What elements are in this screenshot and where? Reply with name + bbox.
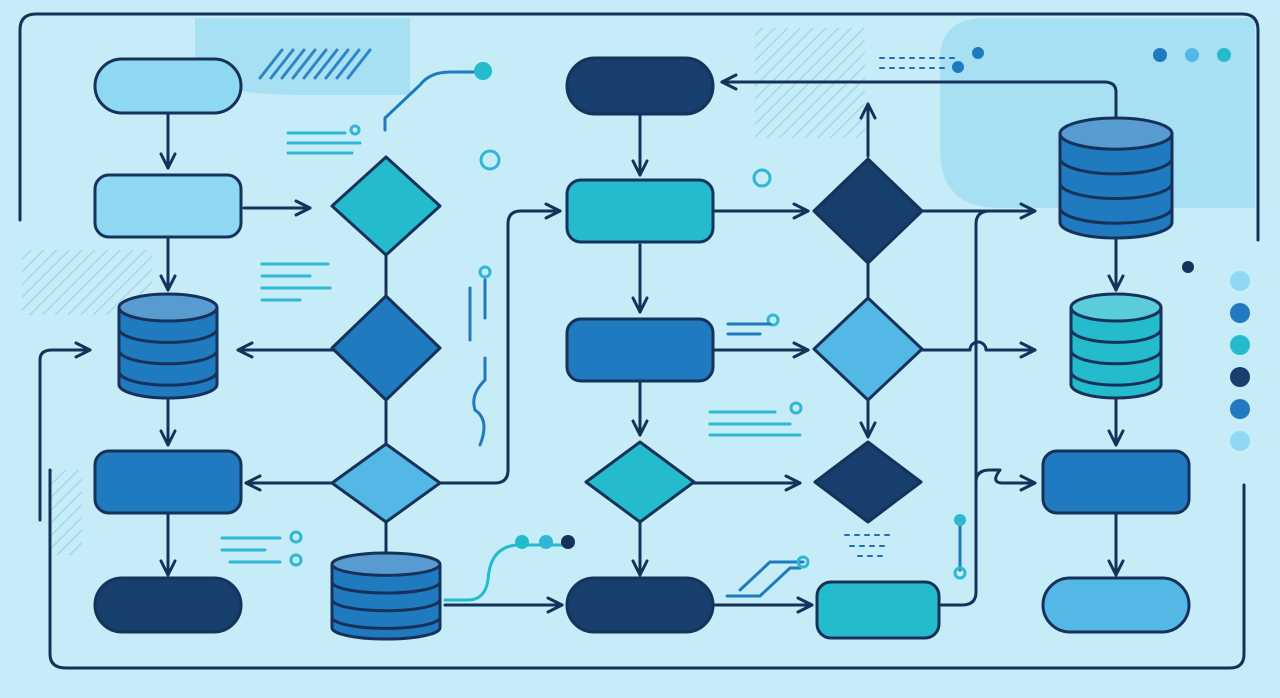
database-top xyxy=(1058,116,1174,151)
node-decision xyxy=(330,294,442,402)
process-shape xyxy=(93,173,243,239)
node-database xyxy=(330,551,442,641)
side-dot xyxy=(1230,271,1250,291)
dash-decorations xyxy=(220,47,1194,602)
decision-shape xyxy=(330,155,442,257)
node-terminal xyxy=(93,576,243,634)
node-decision xyxy=(584,440,696,524)
process-shape xyxy=(565,317,715,383)
decision-shape xyxy=(813,440,923,524)
node-terminal xyxy=(93,57,243,115)
decision-shape xyxy=(812,157,924,265)
database-band xyxy=(1058,158,1174,176)
decision-shape xyxy=(812,296,924,402)
node-terminal xyxy=(565,576,715,634)
terminal-shape xyxy=(93,57,243,115)
side-dot xyxy=(1230,399,1250,419)
database-band xyxy=(1069,350,1163,366)
database-body xyxy=(117,307,219,400)
background-decorations xyxy=(22,18,1255,555)
side-dot xyxy=(1230,303,1250,323)
database-band xyxy=(1069,371,1163,387)
database-body xyxy=(330,564,442,641)
database-band xyxy=(117,328,219,344)
database-band xyxy=(330,616,442,630)
top-dot-row xyxy=(1153,48,1231,62)
frame-lines xyxy=(18,12,1260,670)
database-top xyxy=(330,551,442,577)
connectors xyxy=(38,73,1125,614)
database-band xyxy=(330,599,442,613)
side-dot xyxy=(1230,367,1250,387)
node-decision xyxy=(812,296,924,402)
flowchart-nodes xyxy=(93,56,1191,641)
terminal-shape xyxy=(565,576,715,634)
database-band xyxy=(1058,207,1174,225)
database-body xyxy=(1058,133,1174,240)
node-process xyxy=(815,580,941,640)
node-database xyxy=(1058,116,1174,240)
terminal-shape xyxy=(93,576,243,634)
node-process xyxy=(93,449,243,515)
process-shape xyxy=(1041,449,1191,515)
process-shape xyxy=(815,580,941,640)
node-process xyxy=(565,317,715,383)
terminal-shape xyxy=(565,56,715,116)
database-top xyxy=(1069,292,1163,323)
terminal-shape xyxy=(1041,576,1191,634)
database-band xyxy=(330,581,442,595)
database-top xyxy=(117,292,219,323)
database-band xyxy=(1069,328,1163,344)
node-decision xyxy=(813,440,923,524)
node-decision xyxy=(330,155,442,257)
node-decision xyxy=(330,442,442,524)
node-database xyxy=(1069,292,1163,400)
process-shape xyxy=(565,178,715,244)
node-process xyxy=(1041,449,1191,515)
node-database xyxy=(117,292,219,400)
node-process xyxy=(93,173,243,239)
top-dot xyxy=(1217,48,1231,62)
process-shape xyxy=(93,449,243,515)
side-dot xyxy=(1230,335,1250,355)
node-terminal xyxy=(1041,576,1191,634)
database-band xyxy=(117,371,219,387)
database-band xyxy=(117,350,219,366)
decision-shape xyxy=(584,440,696,524)
side-dot-column xyxy=(1230,271,1250,451)
decision-shape xyxy=(330,442,442,524)
side-dot xyxy=(1230,431,1250,451)
node-terminal xyxy=(565,56,715,116)
node-process xyxy=(565,178,715,244)
top-dot xyxy=(1185,48,1199,62)
database-band xyxy=(1058,182,1174,201)
top-dot xyxy=(1153,48,1167,62)
database-body xyxy=(1069,307,1163,400)
node-decision xyxy=(812,157,924,265)
decision-shape xyxy=(330,294,442,402)
